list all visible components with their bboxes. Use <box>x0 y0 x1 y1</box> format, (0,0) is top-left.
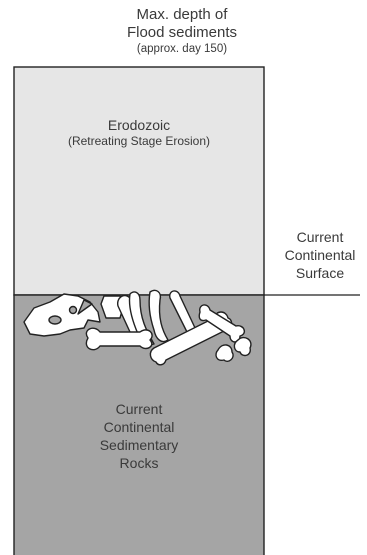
surface-label-line-3: Surface <box>270 264 367 282</box>
upper-layer-erodozoic <box>14 67 264 295</box>
surface-label: Current Continental Surface <box>270 228 367 282</box>
surface-label-line-2: Continental <box>270 246 367 264</box>
surface-label-line-1: Current <box>270 228 367 246</box>
upper-layer-title: Erodozoic <box>14 117 264 134</box>
upper-layer-label: Erodozoic (Retreating Stage Erosion) <box>14 117 264 149</box>
lower-layer-line-3: Sedimentary <box>14 436 264 454</box>
upper-layer-subtitle: (Retreating Stage Erosion) <box>14 134 264 149</box>
lower-layer-line-2: Continental <box>14 418 264 436</box>
lower-layer-line-1: Current <box>14 400 264 418</box>
lower-layer-line-4: Rocks <box>14 454 264 472</box>
lower-layer-label: Current Continental Sedimentary Rocks <box>14 400 264 472</box>
